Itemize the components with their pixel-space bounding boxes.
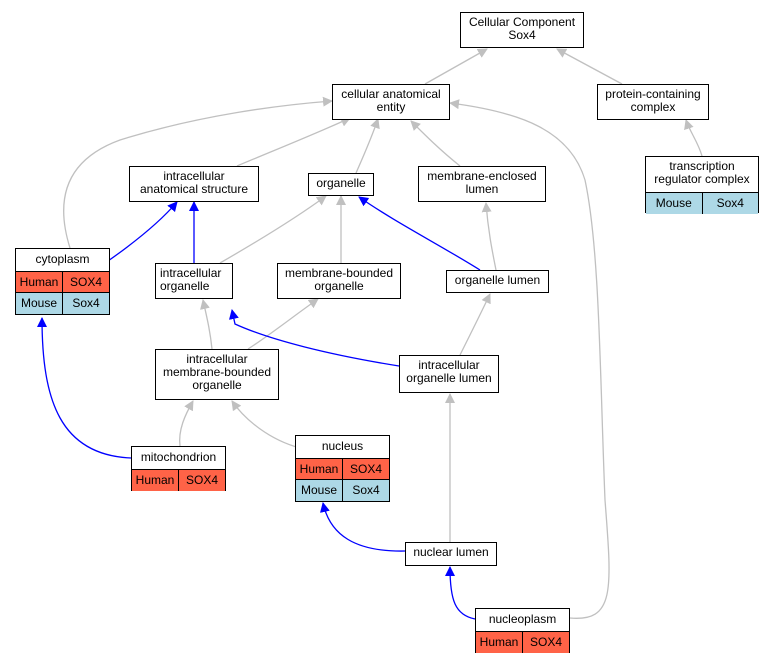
edge-imbo-io bbox=[200, 299, 213, 350]
edge-mito-imbo bbox=[179, 400, 194, 447]
edge-pcc-root bbox=[556, 48, 623, 85]
edge-cyt-ias bbox=[107, 201, 178, 262]
edge-imbo-mbo bbox=[247, 298, 319, 350]
node-intracellular-anatomical-structure[interactable]: intracellular anatomical structure bbox=[129, 166, 259, 202]
edge-ias-cae bbox=[236, 117, 351, 167]
node-intracellular-membrane-bounded-organelle[interactable]: intracellular membrane-bounded organelle bbox=[155, 349, 279, 400]
edge-ol-mel bbox=[481, 202, 497, 271]
node-label: organelle bbox=[316, 176, 366, 190]
node-label: cellular anatomical entity bbox=[341, 87, 441, 114]
node-organelle[interactable]: organelle bbox=[308, 173, 374, 196]
gene-label: SOX4 bbox=[342, 459, 389, 479]
edge-org-cae bbox=[355, 118, 380, 174]
mouse-annotation-row: Mouse Sox4 bbox=[646, 193, 758, 214]
node-label: protein-containing complex bbox=[605, 87, 701, 114]
node-cellular-anatomical-entity[interactable]: cellular anatomical entity bbox=[332, 84, 450, 120]
node-cellular-component[interactable]: Cellular Component Sox4 bbox=[460, 12, 584, 48]
node-label: organelle lumen bbox=[454, 273, 541, 287]
node-label: nuclear lumen bbox=[413, 545, 489, 559]
mouse-annotation-row: Mouse Sox4 bbox=[296, 480, 389, 501]
species-label: Human bbox=[19, 275, 59, 289]
node-label: mitochondrion bbox=[132, 447, 225, 470]
node-label: membrane-enclosed lumen bbox=[427, 169, 537, 196]
edge-mel-cae bbox=[410, 120, 461, 167]
edge-nuc-imbo bbox=[231, 400, 301, 449]
edge-cae-root bbox=[424, 48, 488, 85]
edge-io-org bbox=[219, 195, 327, 264]
node-label: membrane-bounded organelle bbox=[284, 266, 394, 293]
node-label: transcription regulator complex bbox=[646, 157, 758, 193]
species-label: Mouse bbox=[655, 196, 692, 210]
node-label: intracellular anatomical structure bbox=[139, 169, 249, 196]
edge-iol-ol bbox=[459, 293, 491, 356]
species-label: Human bbox=[479, 635, 519, 649]
node-intracellular-organelle-lumen[interactable]: intracellular organelle lumen bbox=[399, 355, 499, 393]
edge-np-nl bbox=[445, 566, 476, 620]
species-label: Human bbox=[135, 473, 175, 487]
gene-label: SOX4 bbox=[178, 470, 225, 491]
edge-cyt-cae bbox=[63, 96, 333, 249]
gene-label: Sox4 bbox=[701, 193, 759, 214]
node-label: Cellular Component Sox4 bbox=[468, 15, 576, 42]
edge-iol-io bbox=[228, 309, 400, 367]
node-label: intracellular organelle lumen bbox=[406, 358, 492, 385]
node-nuclear-lumen[interactable]: nuclear lumen bbox=[405, 542, 497, 566]
node-protein-containing-complex[interactable]: protein-containing complex bbox=[597, 84, 709, 120]
gene-label: SOX4 bbox=[62, 272, 109, 292]
edge-trc-pcc bbox=[684, 119, 703, 157]
edge-ol-org bbox=[358, 196, 481, 271]
gene-label: Sox4 bbox=[62, 293, 109, 314]
node-label: intracellular membrane-bounded organelle bbox=[162, 352, 272, 392]
node-transcription-regulator-complex[interactable]: transcription regulator complex Mouse Sox… bbox=[645, 156, 759, 214]
node-label: nucleus bbox=[296, 436, 389, 459]
node-membrane-enclosed-lumen[interactable]: membrane-enclosed lumen bbox=[418, 166, 546, 202]
edge-nl-nuc bbox=[320, 502, 406, 552]
gene-label: SOX4 bbox=[522, 632, 569, 653]
node-label: cytoplasm bbox=[16, 249, 109, 272]
species-label: Mouse bbox=[20, 296, 58, 310]
node-label: nucleoplasm bbox=[476, 609, 569, 632]
mouse-annotation-row: Mouse Sox4 bbox=[16, 293, 109, 314]
node-label: intracellular organelle bbox=[160, 266, 222, 293]
species-label: Mouse bbox=[300, 483, 338, 497]
node-organelle-lumen[interactable]: organelle lumen bbox=[446, 270, 549, 293]
species-label: Human bbox=[299, 462, 339, 476]
gene-label: Sox4 bbox=[342, 480, 389, 501]
node-intracellular-organelle[interactable]: intracellular organelle bbox=[155, 263, 233, 299]
edge-np-cae bbox=[449, 99, 610, 619]
node-membrane-bounded-organelle[interactable]: membrane-bounded organelle bbox=[277, 263, 401, 299]
edge-mito-cyt bbox=[37, 317, 132, 459]
